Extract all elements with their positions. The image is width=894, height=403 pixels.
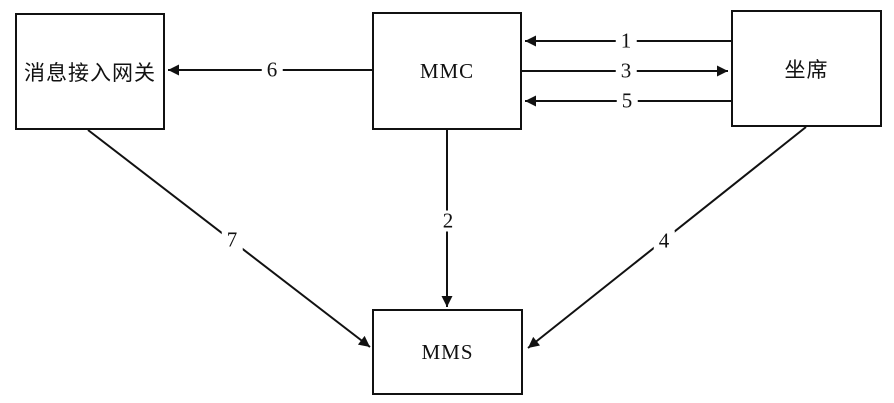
edge-3-label: 3 [615, 60, 637, 82]
edge-7-label: 7 [221, 229, 243, 251]
edge-6-label: 6 [261, 59, 283, 81]
node-mmc: MMC [372, 12, 522, 130]
node-message-access-gateway: 消息接入网关 [15, 13, 165, 130]
edge-5-label: 5 [616, 90, 638, 112]
edge-4-label: 4 [653, 230, 675, 252]
node-mms: MMS [372, 309, 523, 395]
node-mms-label: MMS [421, 339, 474, 364]
node-agent: 坐席 [731, 10, 882, 127]
node-agent-label: 坐席 [784, 57, 829, 82]
edge-2-label: 2 [437, 210, 459, 232]
node-message-access-gateway-label: 消息接入网关 [24, 60, 156, 85]
edge-1-label: 1 [615, 30, 637, 52]
node-mmc-label: MMC [419, 58, 475, 83]
